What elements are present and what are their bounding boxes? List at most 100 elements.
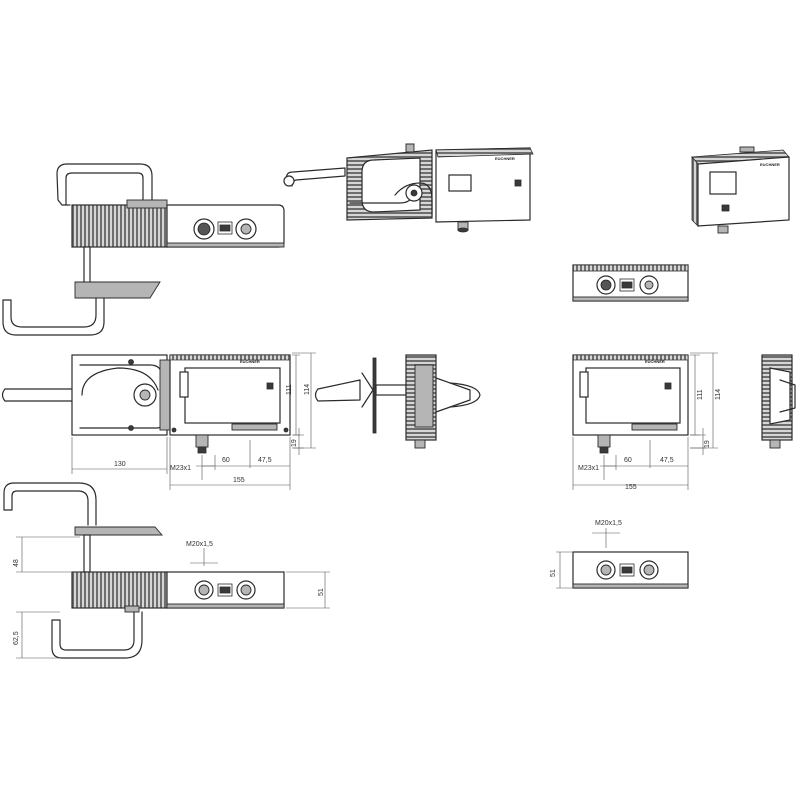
iso-module-connector [717, 225, 729, 234]
led-inner [240, 223, 252, 235]
side-handle-right [435, 377, 471, 413]
dim-111: 111 [286, 384, 293, 395]
iso-switch-cover [448, 174, 472, 192]
front-actuator-arc [81, 367, 159, 396]
bottom-dim-62-5: 62,5 [13, 631, 20, 645]
module-dim-line-m23 [600, 455, 617, 480]
handle-upper-outline [56, 163, 153, 206]
module-bottom-dim-m20: M20x1,5 [595, 520, 622, 527]
bottom-handle-lower [51, 611, 143, 659]
iso-module-side [691, 155, 699, 227]
module-bottom-gland-right-inner [643, 564, 655, 576]
module-front-connector [597, 434, 611, 448]
front-switch-screw [266, 382, 274, 390]
actuator-housing [71, 204, 168, 248]
module-front-plug [599, 446, 609, 454]
iso-latch [405, 143, 415, 153]
side-handle-bar [314, 379, 361, 402]
side-housing-face [414, 364, 434, 428]
front-switch-top-ribs [169, 354, 291, 361]
module-dim-line-19 [690, 428, 706, 455]
bottom-dim-48: 48 [13, 559, 20, 567]
bottom-gland-left-inner [198, 584, 210, 596]
front-pivot-inner [139, 389, 151, 401]
module-front-brand: EUCHNER [645, 359, 665, 364]
dim-line-m23 [196, 455, 216, 480]
module-dim-line-155 [572, 437, 688, 490]
dim-60: 60 [222, 457, 230, 464]
module-dim-155: 155 [625, 484, 637, 491]
iso-module-brand: EUCHNER [760, 162, 780, 167]
module-top-ribs [572, 264, 689, 272]
bottom-shaft [83, 534, 91, 573]
front-view-module: EUCHNER M23x1 60 47,5 155 111 114 19 [572, 352, 722, 491]
module-dim-19: 19 [704, 440, 711, 448]
iso-actuator-face [361, 157, 421, 213]
handle-shaft [83, 246, 91, 288]
iso-module-latch [739, 146, 755, 153]
module-side-face [769, 367, 791, 425]
label-plate-logo [219, 224, 231, 232]
module-front-nameplate [631, 423, 678, 431]
module-bottom-dim-line-51 [556, 551, 572, 589]
module-dim-60: 60 [624, 457, 632, 464]
bottom-escutcheon [74, 526, 163, 536]
front-connector-plug [197, 446, 207, 454]
module-top-base [572, 296, 689, 302]
dim-155: 155 [233, 477, 245, 484]
dim-line-130 [71, 437, 168, 474]
bottom-label-logo [219, 586, 231, 594]
module-label-logo [621, 281, 633, 289]
iso-handle-loop [394, 182, 433, 216]
front-switch-screw-bl [171, 427, 177, 433]
top-view-with-handle [2, 163, 285, 336]
iso-screw [514, 179, 522, 187]
module-side-cover [779, 379, 796, 413]
front-switch-tab [179, 371, 189, 398]
side-handle-left [361, 372, 374, 408]
front-brand-label: EUCHNER [240, 359, 260, 364]
module-front-cover [585, 367, 681, 424]
module-dim-line-47-5 [650, 437, 689, 490]
module-front-tab [579, 371, 589, 398]
module-bottom-dim-line-m20 [592, 528, 620, 548]
bottom-dim-line-51 [286, 571, 330, 609]
dim-line-155 [169, 437, 290, 490]
module-dim-111: 111 [697, 389, 704, 400]
iso-handle-bar [286, 167, 346, 187]
module-side-connector [769, 439, 781, 449]
front-nameplate [231, 423, 278, 431]
bottom-view-module: M20x1,5 51 [550, 520, 689, 589]
dim-m23: M23x1 [170, 465, 191, 472]
top-view-module [572, 264, 689, 302]
module-connector-pins [600, 279, 612, 291]
bottom-dim-m20: M20x1,5 [186, 541, 213, 548]
connector-pins [197, 222, 211, 236]
front-actuator-flange [159, 359, 171, 431]
actuator-cap [126, 199, 168, 209]
bottom-dim-line-62-5 [16, 611, 60, 659]
module-bottom-dim-51: 51 [550, 569, 557, 577]
dim-line-47-5 [250, 437, 291, 490]
dim-line-114 [292, 352, 316, 449]
side-view-module [761, 354, 796, 449]
front-view-with-handle: EUCHNER 130 M23x1 60 47,5 155 111 114 19 [1, 352, 316, 490]
bottom-handle-upper [3, 482, 97, 526]
module-dim-114: 114 [715, 389, 722, 400]
bottom-actuator-lug [124, 605, 140, 613]
iso-handle-knob [283, 175, 295, 187]
bottom-switch-housing [166, 571, 285, 609]
side-shaft [375, 384, 407, 396]
bottom-view-with-handle: M20x1,5 48 51 62,5 [3, 482, 330, 659]
bottom-actuator-housing [71, 571, 168, 609]
iso-module-screw [721, 204, 730, 212]
iso-switch-top [435, 147, 534, 158]
module-bottom-base [572, 583, 689, 589]
dim-line-111 [292, 354, 300, 436]
module-dim-line-114 [690, 352, 718, 449]
handle-escutcheon [74, 281, 161, 299]
iso-module-cover [709, 171, 737, 195]
isometric-module: EUCHNER [691, 146, 790, 234]
front-screw-2 [128, 359, 134, 365]
